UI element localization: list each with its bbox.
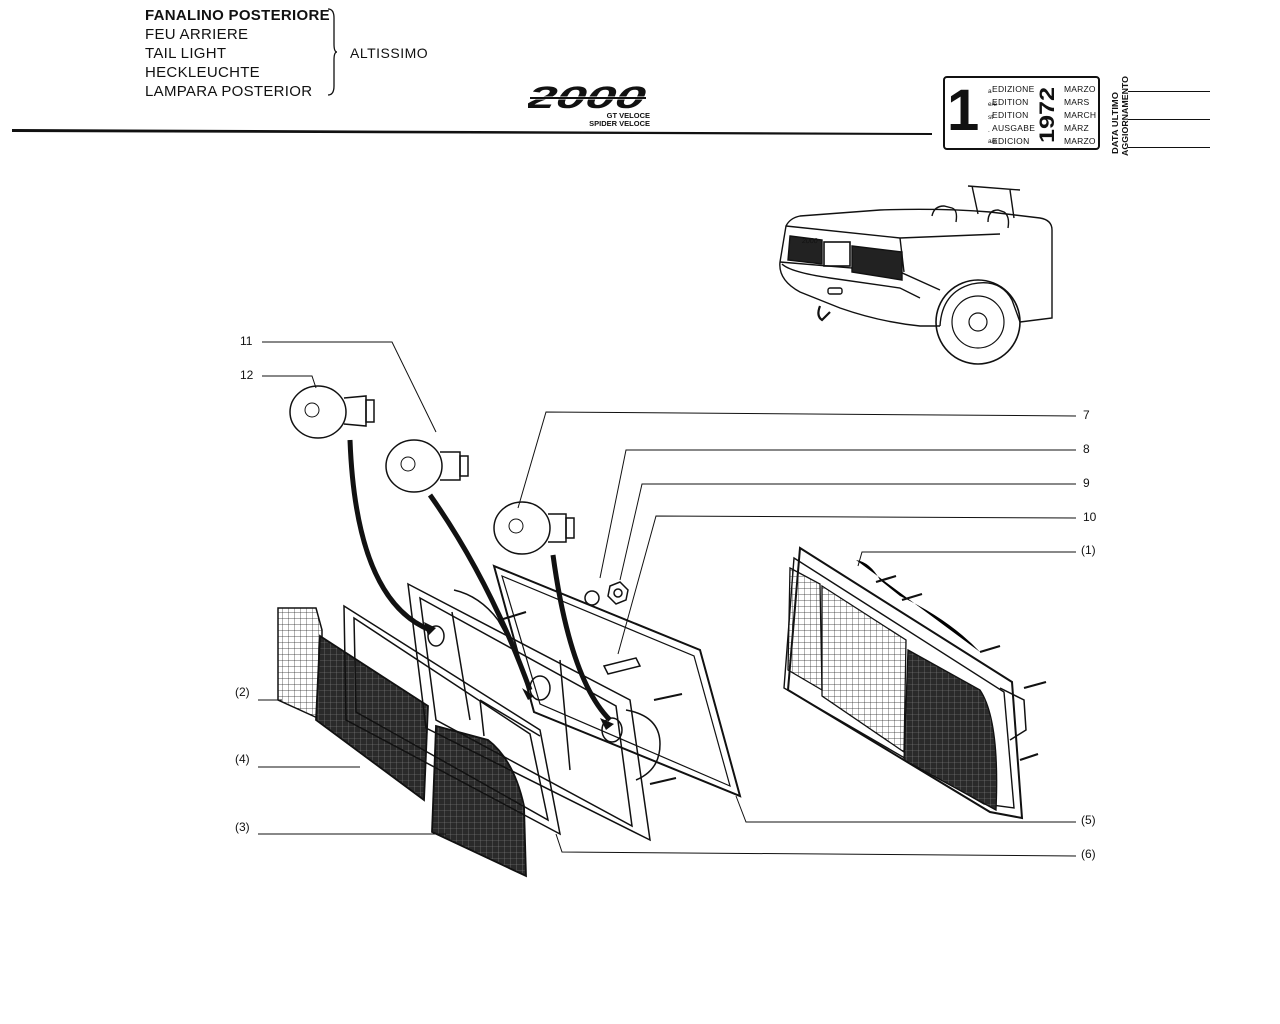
update-line bbox=[1128, 147, 1210, 148]
logo-sub-gt: GT VELOCE bbox=[606, 111, 650, 120]
insertion-arrows bbox=[347, 439, 612, 722]
bulb-11 bbox=[385, 439, 469, 493]
logo-2000-mark: 2000 bbox=[522, 80, 652, 115]
part-title-spanish: LAMPARA POSTERIOR bbox=[145, 83, 313, 100]
bulb-12 bbox=[289, 385, 375, 439]
callout-7: 7 bbox=[1083, 408, 1090, 422]
part-title-english: TAIL LIGHT bbox=[145, 45, 227, 62]
housing-bolts bbox=[499, 611, 683, 785]
edition-month: MARZO bbox=[1064, 136, 1096, 146]
edition-suffix: a bbox=[988, 88, 992, 95]
lens-2 bbox=[277, 607, 323, 722]
part-title-italian: FANALINO POSTERIORE bbox=[145, 7, 330, 24]
callout-10: 10 bbox=[1083, 510, 1097, 524]
edition-word: EDITION bbox=[992, 110, 1029, 120]
edition-suffix: . bbox=[988, 127, 990, 134]
car-illustration bbox=[779, 185, 1053, 365]
callout-6: (6) bbox=[1081, 847, 1096, 861]
lens-3 bbox=[431, 724, 527, 878]
assembled-bolts bbox=[875, 574, 1047, 762]
lens-4 bbox=[315, 634, 429, 802]
last-update-label-line2: AGGIORNAMENTO bbox=[1121, 76, 1130, 156]
edition-number: 1 bbox=[947, 78, 980, 143]
edition-suffix: st bbox=[988, 114, 994, 121]
last-update-label-line1: DATA ULTIMO bbox=[1111, 92, 1120, 154]
edition-month: MÄRZ bbox=[1064, 123, 1089, 133]
make-label: ALTISSIMO bbox=[350, 45, 429, 61]
edition-suffix: a/a bbox=[988, 138, 998, 145]
gasket bbox=[492, 564, 742, 798]
edition-word: EDIZIONE bbox=[992, 84, 1035, 94]
part-title-german: HECKLEUCHTE bbox=[145, 64, 260, 81]
edition-month: MARCH bbox=[1064, 110, 1097, 120]
title-brace bbox=[327, 8, 338, 96]
callout-1: (1) bbox=[1081, 543, 1096, 557]
nut-9 bbox=[607, 581, 629, 605]
edition-month: MARS bbox=[1064, 97, 1090, 107]
washer-8 bbox=[584, 590, 600, 606]
edition-month: MARZO bbox=[1064, 84, 1096, 94]
edition-word: EDITION bbox=[992, 97, 1029, 107]
edition-word: AUSGABE bbox=[992, 123, 1036, 133]
callout-5: (5) bbox=[1081, 813, 1096, 827]
edition-word: EDICION bbox=[992, 136, 1030, 146]
bulb-7 bbox=[493, 501, 575, 555]
last-update-label: DATA ULTIMO AGGIORNAMENTO bbox=[1111, 76, 1130, 156]
callout-11: 11 bbox=[240, 334, 253, 348]
callout-3: (3) bbox=[235, 820, 250, 834]
frame-6 bbox=[343, 604, 562, 836]
stud-10 bbox=[602, 657, 642, 675]
edition-year: 1972 bbox=[1036, 87, 1058, 143]
edition-year-text: 1972 bbox=[1036, 87, 1058, 143]
callout-4: (4) bbox=[235, 752, 250, 766]
callout-12: 12 bbox=[240, 368, 254, 382]
housing-5 bbox=[407, 582, 661, 842]
part-title-french: FEU ARRIERE bbox=[145, 26, 249, 43]
assembled-tail-light bbox=[783, 546, 1027, 820]
callout-9: 9 bbox=[1083, 476, 1090, 490]
model-logo: 2000 bbox=[522, 80, 658, 134]
callout-2: (2) bbox=[235, 685, 250, 699]
logo-sub-spider: SPIDER VELOCE bbox=[589, 119, 650, 128]
update-line bbox=[1128, 91, 1210, 92]
part-title-block: FANALINO POSTERIORE FEU ARRIERE TAIL LIG… bbox=[145, 6, 330, 101]
update-line bbox=[1128, 119, 1210, 120]
edition-suffix: e/e bbox=[988, 101, 998, 108]
edition-box: 1 a e/e st . a/a EDIZIONE EDITION EDITIO… bbox=[943, 76, 1100, 150]
leader-lines bbox=[258, 341, 1077, 857]
callout-8: 8 bbox=[1083, 442, 1090, 456]
header-rule bbox=[12, 129, 932, 135]
car-badge: 2000 bbox=[801, 238, 819, 245]
